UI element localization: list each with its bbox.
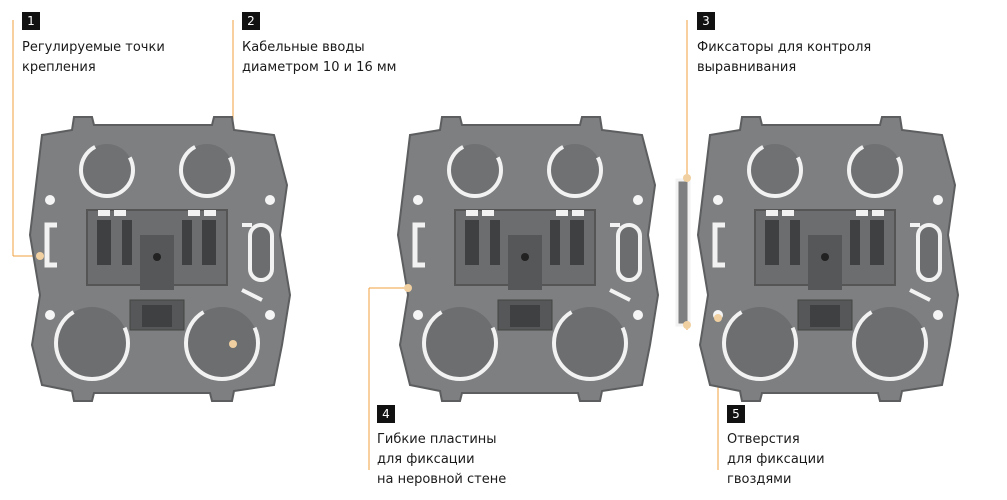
callout-5-line-1: Отверстия [727, 432, 800, 447]
callout-dot-3b [683, 321, 691, 329]
double-mounting-plate-left [398, 117, 658, 401]
callout-5-line-2: для фиксации [727, 452, 825, 467]
callout-1-line-2: крепления [22, 60, 96, 75]
callout-2-line-2: диаметром 10 и 16 мм [242, 60, 397, 75]
callout-dot-1 [36, 252, 44, 260]
double-mounting-plate-right [698, 117, 958, 401]
callout-5-line-3: гвоздями [727, 472, 792, 487]
single-mounting-plate [30, 117, 290, 401]
callout-badge-4: 4 [377, 405, 395, 423]
callout-badge-5: 5 [727, 405, 745, 423]
callout-dot-2 [229, 340, 237, 348]
callout-dot-4 [404, 284, 412, 292]
callout-caption-4: Гибкие пластины для фиксации на неровной… [377, 430, 506, 490]
callout-2-line-1: Кабельные вводы [242, 40, 365, 55]
callout-badge-3: 3 [697, 12, 715, 30]
callout-badge-1: 1 [22, 12, 40, 30]
callout-dot-3a [683, 174, 691, 182]
callout-3-line-2: выравнивания [697, 60, 797, 75]
callout-1-line-1: Регулируемые точки [22, 40, 165, 55]
callout-caption-3: Фиксаторы для контроля выравнивания [697, 38, 871, 78]
callout-caption-5: Отверстия для фиксации гвоздями [727, 430, 825, 490]
callout-badge-2: 2 [242, 12, 260, 30]
callout-caption-2: Кабельные вводы диаметром 10 и 16 мм [242, 38, 396, 78]
callout-4-line-2: для фиксации [377, 452, 475, 467]
callout-4-line-1: Гибкие пластины [377, 432, 497, 447]
callout-3-line-1: Фиксаторы для контроля [697, 40, 872, 55]
callout-4-line-3: на неровной стене [377, 472, 507, 487]
callout-dot-5 [714, 314, 722, 322]
alignment-latch [675, 178, 691, 327]
callout-caption-1: Регулируемые точки крепления [22, 38, 165, 78]
